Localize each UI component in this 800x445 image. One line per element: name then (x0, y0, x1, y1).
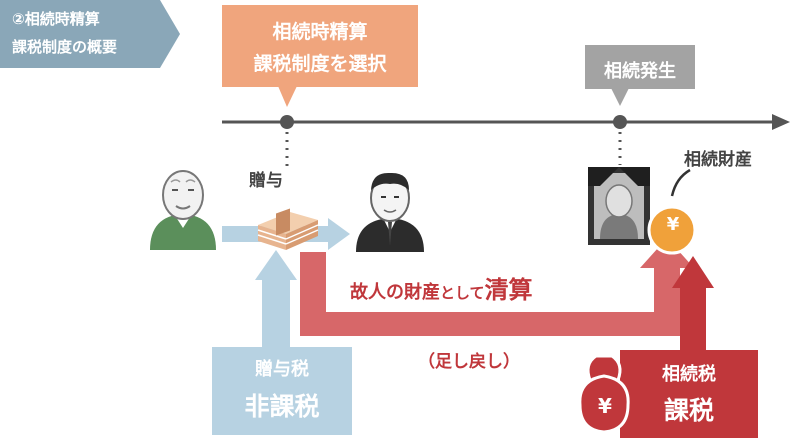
gift-tax-up-arrow (255, 250, 297, 353)
settlement-arrow (300, 238, 694, 336)
settlement-part2: として (440, 284, 485, 302)
section-tag: ②相続時精算 課税制度の概要 (0, 0, 180, 68)
section-tag-line2: 課税制度の概要 (12, 38, 118, 56)
businessman-icon (356, 172, 424, 252)
settlement-part3: 清算 (484, 276, 533, 304)
callout-inheritance-occurs (585, 45, 695, 106)
settlement-part1: 故人の財産 (350, 282, 440, 303)
timeline-point-inheritance (613, 115, 627, 129)
elderly-man-icon (150, 170, 216, 250)
section-tag-shape (0, 0, 180, 68)
memorial-portrait-icon (588, 167, 650, 245)
add-back-label: （足し戻し） (418, 352, 520, 372)
money-bundle-icon (257, 208, 319, 250)
callout-select-line2: 課税制度を選択 (253, 53, 387, 75)
callout-occurrence-label: 相続発生 (604, 61, 676, 82)
yen-coin-icon (647, 168, 697, 255)
callout-select-line1: 相続時精算 (272, 21, 368, 43)
timeline-arrowhead (772, 114, 790, 130)
gift-tax-line1: 贈与税 (255, 359, 309, 380)
bag-yen-symbol: ¥ (598, 394, 612, 418)
section-tag-line1: ②相続時精算 (12, 10, 100, 28)
inheritance-tax-line1: 相続税 (662, 364, 716, 385)
gift-label: 贈与 (249, 171, 283, 191)
callout-select-system (222, 5, 418, 107)
estate-label: 相続財産 (684, 150, 752, 170)
money-bag-icon (578, 354, 630, 434)
gift-tax-line2: 非課税 (244, 392, 320, 421)
timeline-point-selection (280, 115, 294, 129)
inheritance-tax-box (620, 350, 758, 438)
inheritance-tax-up-arrow (672, 256, 714, 360)
inheritance-tax-line2: 課税 (663, 396, 714, 425)
gift-tax-box (212, 347, 352, 435)
settlement-label: 故人の財産として清算 (350, 270, 533, 305)
coin-yen-symbol: ¥ (666, 214, 680, 235)
